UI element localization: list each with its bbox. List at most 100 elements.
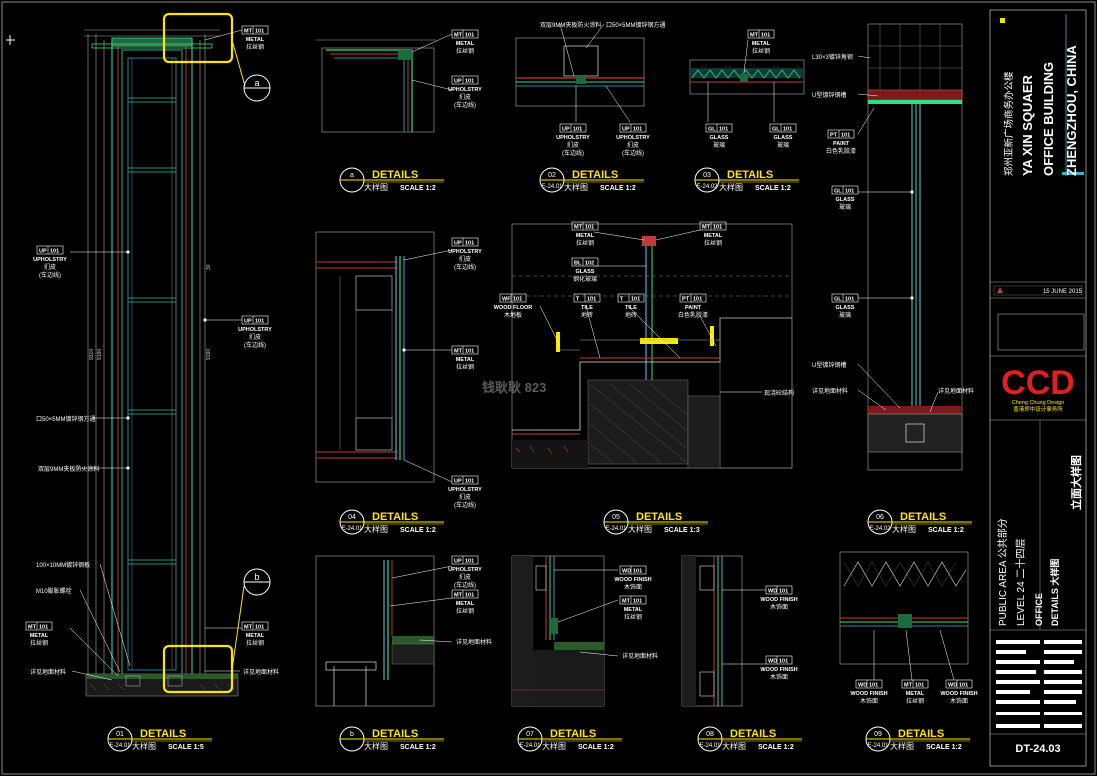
callout-code-prefix: MT xyxy=(454,592,463,598)
callout-code-prefix: MT xyxy=(702,224,711,230)
detail-scale: SCALE 1:2 xyxy=(758,744,794,751)
callout-code-number: 101 xyxy=(779,588,788,594)
svg-text:9190: 9190 xyxy=(206,349,212,360)
detail-number: 06 xyxy=(876,514,884,521)
detail-cn: 大样图 xyxy=(364,741,388,751)
title-block: 郑州亚新广场商务办公楼 YA XIN SQUAER OFFICE BUILDIN… xyxy=(989,9,1087,767)
detail-heading: DETAILS xyxy=(372,728,418,740)
detail-04-drawing xyxy=(315,231,453,483)
detail-number: 09 xyxy=(874,731,882,738)
callout-cn: 白色乳胶漆 xyxy=(826,147,856,155)
note-floor-ref-06a: 详见地面材料 xyxy=(812,387,848,395)
callout-note: (车边线) xyxy=(454,263,476,271)
callout-code-prefix: PT xyxy=(682,296,690,302)
detail-number: b xyxy=(350,731,354,738)
svg-text:a: a xyxy=(254,78,259,88)
callout-cn: 玻璃 xyxy=(839,203,851,211)
note-floor-ref-01a: 详见地面材料 xyxy=(30,668,66,676)
callout-cn: 拉丝钢 xyxy=(752,47,770,55)
detail-cn: 大样图 xyxy=(564,182,588,192)
callout-code-prefix: WD xyxy=(948,682,957,688)
detail-b-drawing xyxy=(315,555,453,707)
svg-text:9310: 9310 xyxy=(89,349,95,360)
callout-code-prefix: UP xyxy=(622,126,630,132)
callout-cn: 扪皮 xyxy=(459,493,471,501)
project-name-line3: ZHENGZHOU, CHINA xyxy=(1064,45,1079,176)
callout-code-prefix: WD xyxy=(622,568,631,574)
callout-en: GLASS xyxy=(774,135,793,141)
callout-note: (车边线) xyxy=(39,271,61,279)
callout-en: METAL xyxy=(30,633,49,639)
detail-ref: E-24.01 xyxy=(519,743,541,749)
detail-cn: 大样图 xyxy=(890,741,914,751)
detail-09-drawing xyxy=(839,551,969,681)
detail-03-drawing xyxy=(689,39,805,122)
callout-cn: 拉丝钢 xyxy=(704,239,722,247)
detail-number: 04 xyxy=(348,514,356,521)
callout-cn: 玻璃 xyxy=(777,141,789,149)
detail-cn: 大样图 xyxy=(542,741,566,751)
callout-code-number: 101 xyxy=(713,224,722,230)
ccd-logo-sub: Cheng Chung Design xyxy=(1012,400,1065,406)
callout-code-prefix: MT xyxy=(750,32,759,38)
callout-en: WOOD FINISH xyxy=(760,667,797,673)
callout-cn: 拉丝钢 xyxy=(576,239,594,247)
detail-ref: E-24.01 xyxy=(541,184,563,190)
callout-en: METAL xyxy=(456,41,475,47)
callout-code-number: 101 xyxy=(255,624,264,630)
callout-cn: 扪皮 xyxy=(627,141,639,149)
callout-code-prefix: UP xyxy=(454,78,462,84)
callout-code-number: 101 xyxy=(465,240,474,246)
detail-ref: E-24.02 xyxy=(696,184,718,190)
callout-en: GLASS xyxy=(576,269,595,275)
callout-code-prefix: MT xyxy=(28,624,37,630)
svg-text:30: 30 xyxy=(206,264,212,270)
detail-number: 05 xyxy=(612,514,620,521)
callout-code-number: 101 xyxy=(465,32,474,38)
callout-code-number: 101 xyxy=(465,592,474,598)
detail-number: 08 xyxy=(706,731,714,738)
callout-code-prefix: UP xyxy=(244,318,252,324)
callout-note: (车边线) xyxy=(454,501,476,509)
note-board-9mm-02: 双层9MM夹板防火涂料 xyxy=(540,21,601,29)
callout-note: (车边线) xyxy=(454,581,476,589)
callout-code-number: 101 xyxy=(39,624,48,630)
detail-heading: DETAILS xyxy=(898,728,944,740)
sheet-details: DETAILS 大样图 xyxy=(1049,559,1060,626)
sheet-number: DT-24.03 xyxy=(1015,743,1060,755)
callout-code-prefix: T xyxy=(620,296,624,302)
callout-en: METAL xyxy=(456,357,475,363)
callout-code-number: 101 xyxy=(50,248,59,254)
ccd-logo: CCD xyxy=(1001,364,1075,402)
callout-code-prefix: BL xyxy=(574,260,582,266)
detail-cn: 大样图 xyxy=(628,524,652,534)
sheet-cn-title: 立面大样图 xyxy=(1069,455,1083,510)
callout-code-number: 101 xyxy=(255,28,264,34)
callout-code-prefix: GL xyxy=(772,126,780,132)
detail-06-drawing xyxy=(857,23,963,471)
callout-code-prefix: MT xyxy=(622,598,631,604)
sheet-level: LEVEL 24 二十四层 xyxy=(1014,539,1027,626)
callout-code-number: 101 xyxy=(719,126,728,132)
callout-en: UPHOLSTRY xyxy=(33,257,67,263)
detail-05-drawing xyxy=(511,223,793,469)
callout-cn: 扪皮 xyxy=(459,93,471,101)
callout-code-prefix: UP xyxy=(454,240,462,246)
callout-en: METAL xyxy=(752,41,771,47)
callout-note: (车边线) xyxy=(244,341,266,349)
note-floor-ref-b: 详见地面材料 xyxy=(456,638,492,646)
section-marker-a: a xyxy=(243,74,271,102)
callout-code-number: 101 xyxy=(513,296,522,302)
note-tube-50-02: 口50×5MM镀锌钢方通 xyxy=(606,21,666,29)
